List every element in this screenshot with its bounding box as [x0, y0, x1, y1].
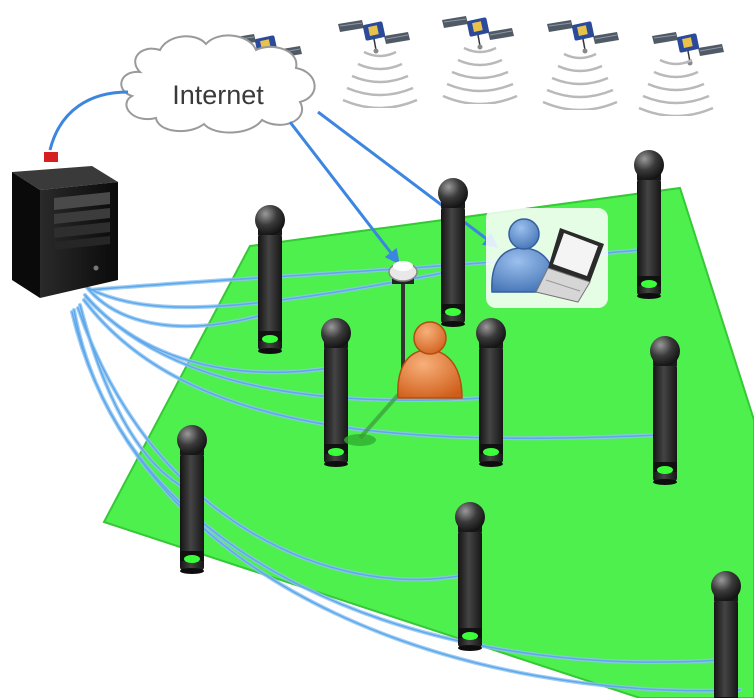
signal-waves-icon	[637, 58, 715, 116]
server-internet-link	[48, 90, 129, 151]
sensor-node-icon	[455, 502, 485, 651]
internet-label: Internet	[172, 80, 264, 110]
sensor-node-icon	[177, 425, 207, 574]
remote-user-icon	[491, 218, 557, 293]
internet-cloud: Internet	[120, 34, 316, 134]
sensor-node-icon	[255, 205, 285, 354]
sensor-node-icon	[476, 318, 506, 467]
satellite-icon	[546, 19, 619, 54]
signal-waves-icon	[541, 52, 619, 110]
signal-waves-icon	[441, 46, 519, 104]
satellite-icon	[441, 15, 514, 50]
remote-user-group	[486, 208, 608, 308]
server-tower-icon	[12, 152, 118, 298]
sensor-node-icon	[438, 178, 468, 327]
laptop-icon	[535, 228, 604, 303]
signal-waves-icon	[341, 50, 419, 108]
satellite-icon	[337, 19, 410, 54]
sensor-node-icon	[634, 150, 664, 299]
link-to-remote-user	[317, 110, 499, 248]
link-to-gps	[288, 121, 400, 265]
internet-links	[48, 90, 499, 265]
sensor-node-icon	[321, 318, 351, 467]
sensor-node-icon	[711, 571, 741, 698]
sensor-node-icon	[650, 336, 680, 485]
field-user-icon	[397, 321, 463, 399]
